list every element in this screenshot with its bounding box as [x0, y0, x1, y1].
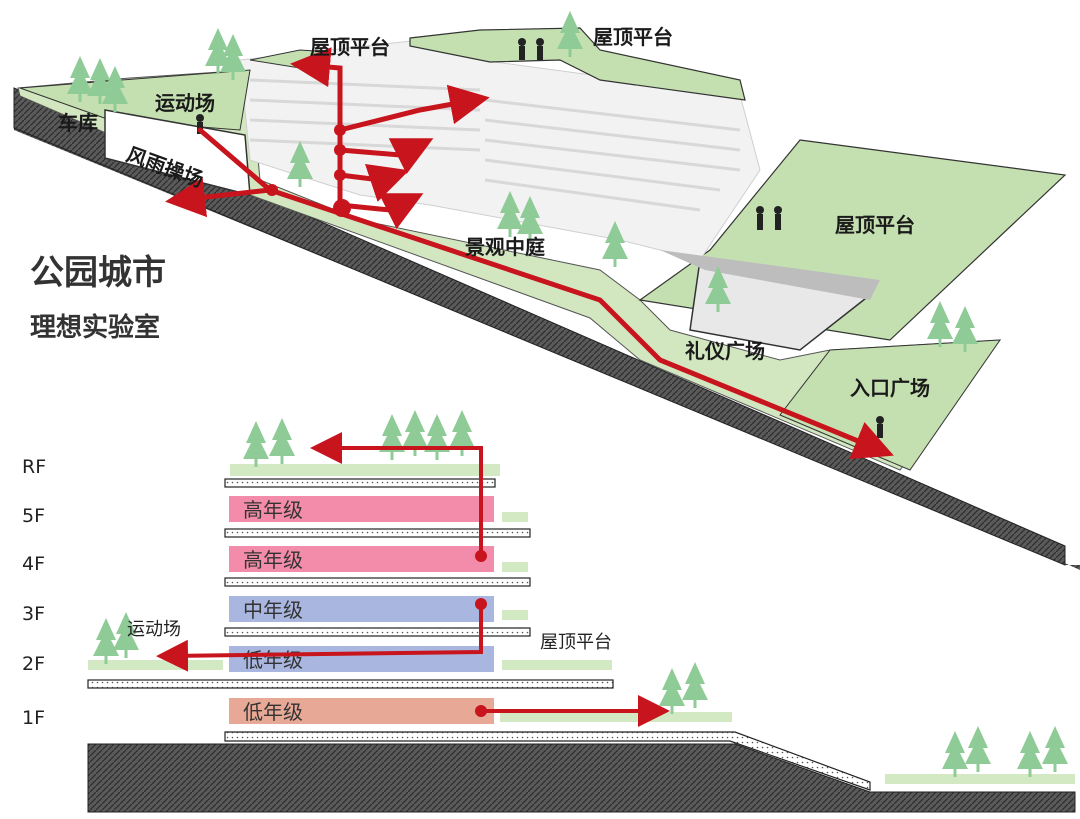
grade-label-2f: 低年级: [243, 648, 303, 672]
section-label-roof: 屋顶平台: [540, 632, 612, 653]
title-line-2: 理想实验室: [30, 312, 160, 343]
grade-label-5f: 高年级: [243, 498, 303, 522]
label-ceremony-plaza: 礼仪广场: [685, 339, 765, 363]
title-line-1: 公园城市: [30, 253, 166, 293]
floor-label-1f: 1F: [22, 707, 45, 729]
grade-label-3f: 中年级: [243, 598, 303, 622]
axonometric-view: 屋顶平台 屋顶平台 屋顶平台 运动场 车库 风雨操场 景观中庭 礼仪广场 入口广…: [14, 11, 1080, 575]
section-label-sports: 运动场: [127, 619, 181, 640]
floor-label-2f: 2F: [22, 653, 45, 675]
label-roof-3: 屋顶平台: [835, 213, 915, 237]
label-roof-1: 屋顶平台: [310, 35, 390, 59]
label-courtyard: 景观中庭: [465, 235, 545, 259]
label-entrance-plaza: 入口广场: [850, 376, 930, 400]
floor-label-5f: 5F: [22, 505, 45, 527]
label-garage: 车库: [58, 111, 98, 135]
label-roof-2: 屋顶平台: [593, 25, 673, 49]
floor-label-4f: 4F: [22, 553, 45, 575]
grade-label-1f: 低年级: [243, 700, 303, 724]
floor-label-rf: RF: [22, 456, 46, 478]
section-view: RF 5F 4F 3F 2F 1F 高年级 高年级 中年级 低年级 低年级: [22, 410, 1075, 812]
grade-label-4f: 高年级: [243, 548, 303, 572]
floor-label-3f: 3F: [22, 603, 45, 625]
label-sports: 运动场: [155, 91, 215, 115]
